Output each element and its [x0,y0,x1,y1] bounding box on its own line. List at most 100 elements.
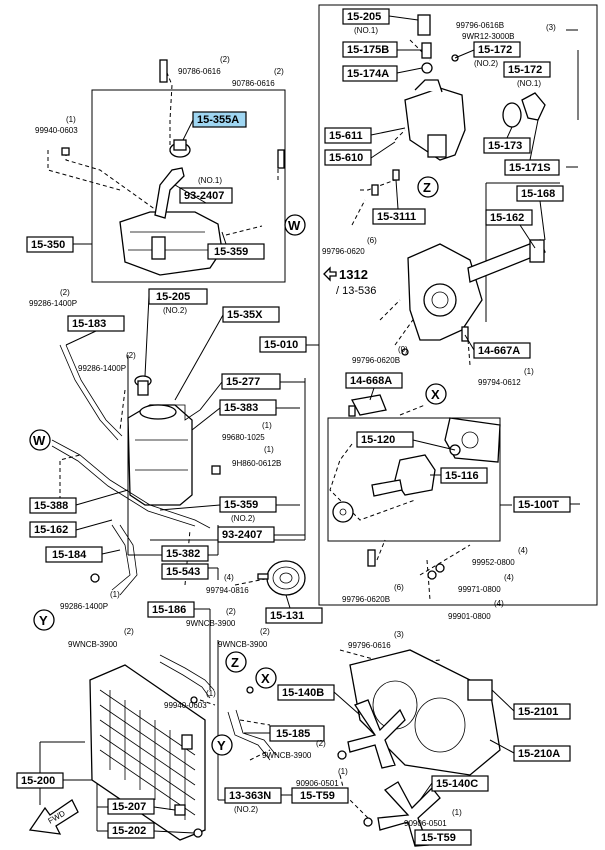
hardware-labels: 99796-0616B (3) 9WR12-3000B (2) 90786-06… [29,21,556,828]
solid-leaders [63,15,580,834]
part-15-120: 15-120 [361,434,395,446]
part-15-184: 15-184 [52,549,87,561]
qty-4c: (4) [224,573,234,582]
part-93-2407-a: 93-2407 [184,190,224,202]
qty-3b: (3) [394,630,404,639]
part-14-668a: 14-668A [350,375,392,387]
hw-99680-1025: 99680-1025 [222,433,265,442]
part-15-t59-a: 15-T59 [300,790,335,802]
part-boxes: 15-205 (NO.1) 15-175B 15-174A 15-172 (NO… [16,8,571,846]
ref-z-top: Z [423,180,431,195]
qty-2e: (2) [226,607,236,616]
radiator [89,664,206,841]
hw-90786-0616-a: 90786-0616 [178,67,221,76]
part-15-183: 15-183 [72,318,106,330]
note-no1-c: (NO.1) [198,176,222,185]
fan-shroud [349,649,501,776]
water-pump-cover [332,239,546,580]
fwd-arrow: FWD [28,799,79,835]
ref-y-left-icon [33,609,55,631]
part-15-359-a: 15-359 [214,246,248,258]
part-15-200: 15-200 [21,775,55,787]
hw-9h860-0612b: 9H860-0612B [232,459,281,468]
hw-99796-0616: 99796-0616 [348,641,391,650]
qty-1a: (1) [66,115,76,124]
hw-9wncb-3900-b: 9WNCB-3900 [68,640,118,649]
hw-99971-0800: 99971-0800 [458,585,501,594]
part-15-543: 15-543 [166,566,200,578]
ref-x-low: X [261,671,270,686]
part-15-205-top: 15-205 [347,11,381,23]
coolant-reservoir-lower [51,344,211,596]
note-no2-b: (NO.2) [163,306,187,315]
part-14-667a: 14-667A [478,345,520,357]
hw-99940-0603-a: 99940-0603 [35,126,78,135]
fan-clutch [257,560,306,596]
ref-y-low-icon [211,734,233,756]
part-15-171s: 15-171S [509,162,551,174]
part-15-174a: 15-174A [347,68,389,80]
coolant-reservoir-upper [119,59,285,276]
note-no2-a: (NO.2) [474,59,498,68]
ref-w-left: W [33,433,46,448]
hw-90906-0501-a: 90906-0501 [296,779,339,788]
hw-99796-0620b-a: 99796-0620B [352,356,400,365]
hw-9wncb-3900-d: 9WNCB-3900 [262,751,312,760]
note-no1-a: (NO.1) [354,26,378,35]
part-15-162-right: 15-162 [490,212,524,224]
part-15-010: 15-010 [264,339,298,351]
hw-99794-0816: 99794-0816 [206,586,249,595]
hw-99796-0616b: 99796-0616B [456,21,504,30]
qty-1b: (1) [524,367,534,376]
thermostat-housing [404,14,546,161]
ref-1312-label: 1312 [339,267,368,282]
part-15-131: 15-131 [270,610,304,622]
ref-z-low: Z [231,655,239,670]
part-15-116: 15-116 [445,470,479,482]
hw-99286-1400p-b: 99286-1400P [78,364,126,373]
qty-1c: (1) [262,421,272,430]
ref-w-top: W [288,218,301,233]
qty-2a: (2) [220,55,230,64]
ref-13536-label: / 13-536 [336,285,376,297]
part-15-162-left: 15-162 [34,524,68,536]
ref-x-mid: X [431,387,440,402]
hw-9wr12-3000b: 9WR12-3000B [462,32,514,41]
ref-x-mid-icon [425,383,447,405]
qty-4a: (4) [518,546,528,555]
ref-w-left-icon [29,429,51,451]
part-15-355a-highlighted: 15-355A [197,114,239,126]
hw-9wncb-3900-c: 9WNCB-3900 [218,640,268,649]
part-15-277: 15-277 [226,376,260,388]
part-15-202: 15-202 [112,825,146,837]
qty-2b: (2) [274,67,284,76]
qty-0a: (0) [398,345,408,354]
qty-1f: (1) [206,689,216,698]
part-13-363n: 13-363N [229,790,271,802]
part-15-382: 15-382 [166,548,200,560]
hw-99952-0800: 99952-0800 [472,558,515,567]
part-15-35x: 15-35X [227,309,263,321]
qty-2g: (2) [260,627,270,636]
part-15-383: 15-383 [224,402,258,414]
qty-6b: (6) [394,583,404,592]
note-no2-c: (NO.2) [231,514,255,523]
part-15-207: 15-207 [112,801,146,813]
ref-x-low-icon [255,667,277,689]
qty-2d: (2) [126,351,136,360]
part-15-186: 15-186 [152,604,186,616]
hw-99286-1400p-c: 99286-1400P [60,602,108,611]
part-15-172-a: 15-172 [478,44,512,56]
part-15-610: 15-610 [329,152,363,164]
note-no1-b: (NO.1) [517,79,541,88]
part-15-140b: 15-140B [282,687,324,699]
hw-99796-0620: 99796-0620 [322,247,365,256]
part-15-100t: 15-100T [518,499,559,511]
qty-3a: (3) [546,23,556,32]
qty-1g: (1) [338,767,348,776]
hw-90906-0501-b: 90906-0501 [404,819,447,828]
hw-99794-0612: 99794-0612 [478,378,521,387]
qty-2h: (2) [316,739,326,748]
part-15-388: 15-388 [34,500,68,512]
